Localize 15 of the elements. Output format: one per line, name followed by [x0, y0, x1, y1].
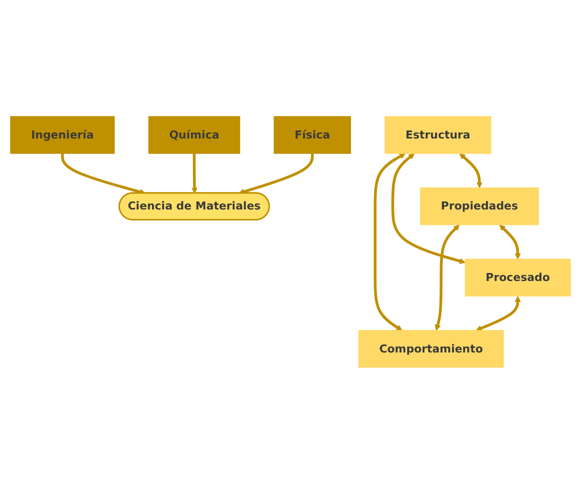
node-box: Propiedades	[420, 187, 539, 225]
node-box: Química	[148, 116, 240, 154]
arrow	[61, 153, 146, 194]
arrow	[459, 152, 482, 188]
arrow	[499, 224, 521, 259]
arrow	[476, 296, 521, 331]
node-box: Comportamiento	[358, 330, 504, 368]
node-box: Estructura	[384, 116, 492, 154]
arrow	[391, 152, 466, 264]
node-box: Ingeniería	[10, 116, 115, 154]
arrow	[434, 224, 460, 330]
arrow	[191, 153, 198, 194]
node-box: Física	[274, 116, 351, 154]
node-box: Procesado	[464, 258, 571, 296]
arrow	[374, 152, 406, 330]
